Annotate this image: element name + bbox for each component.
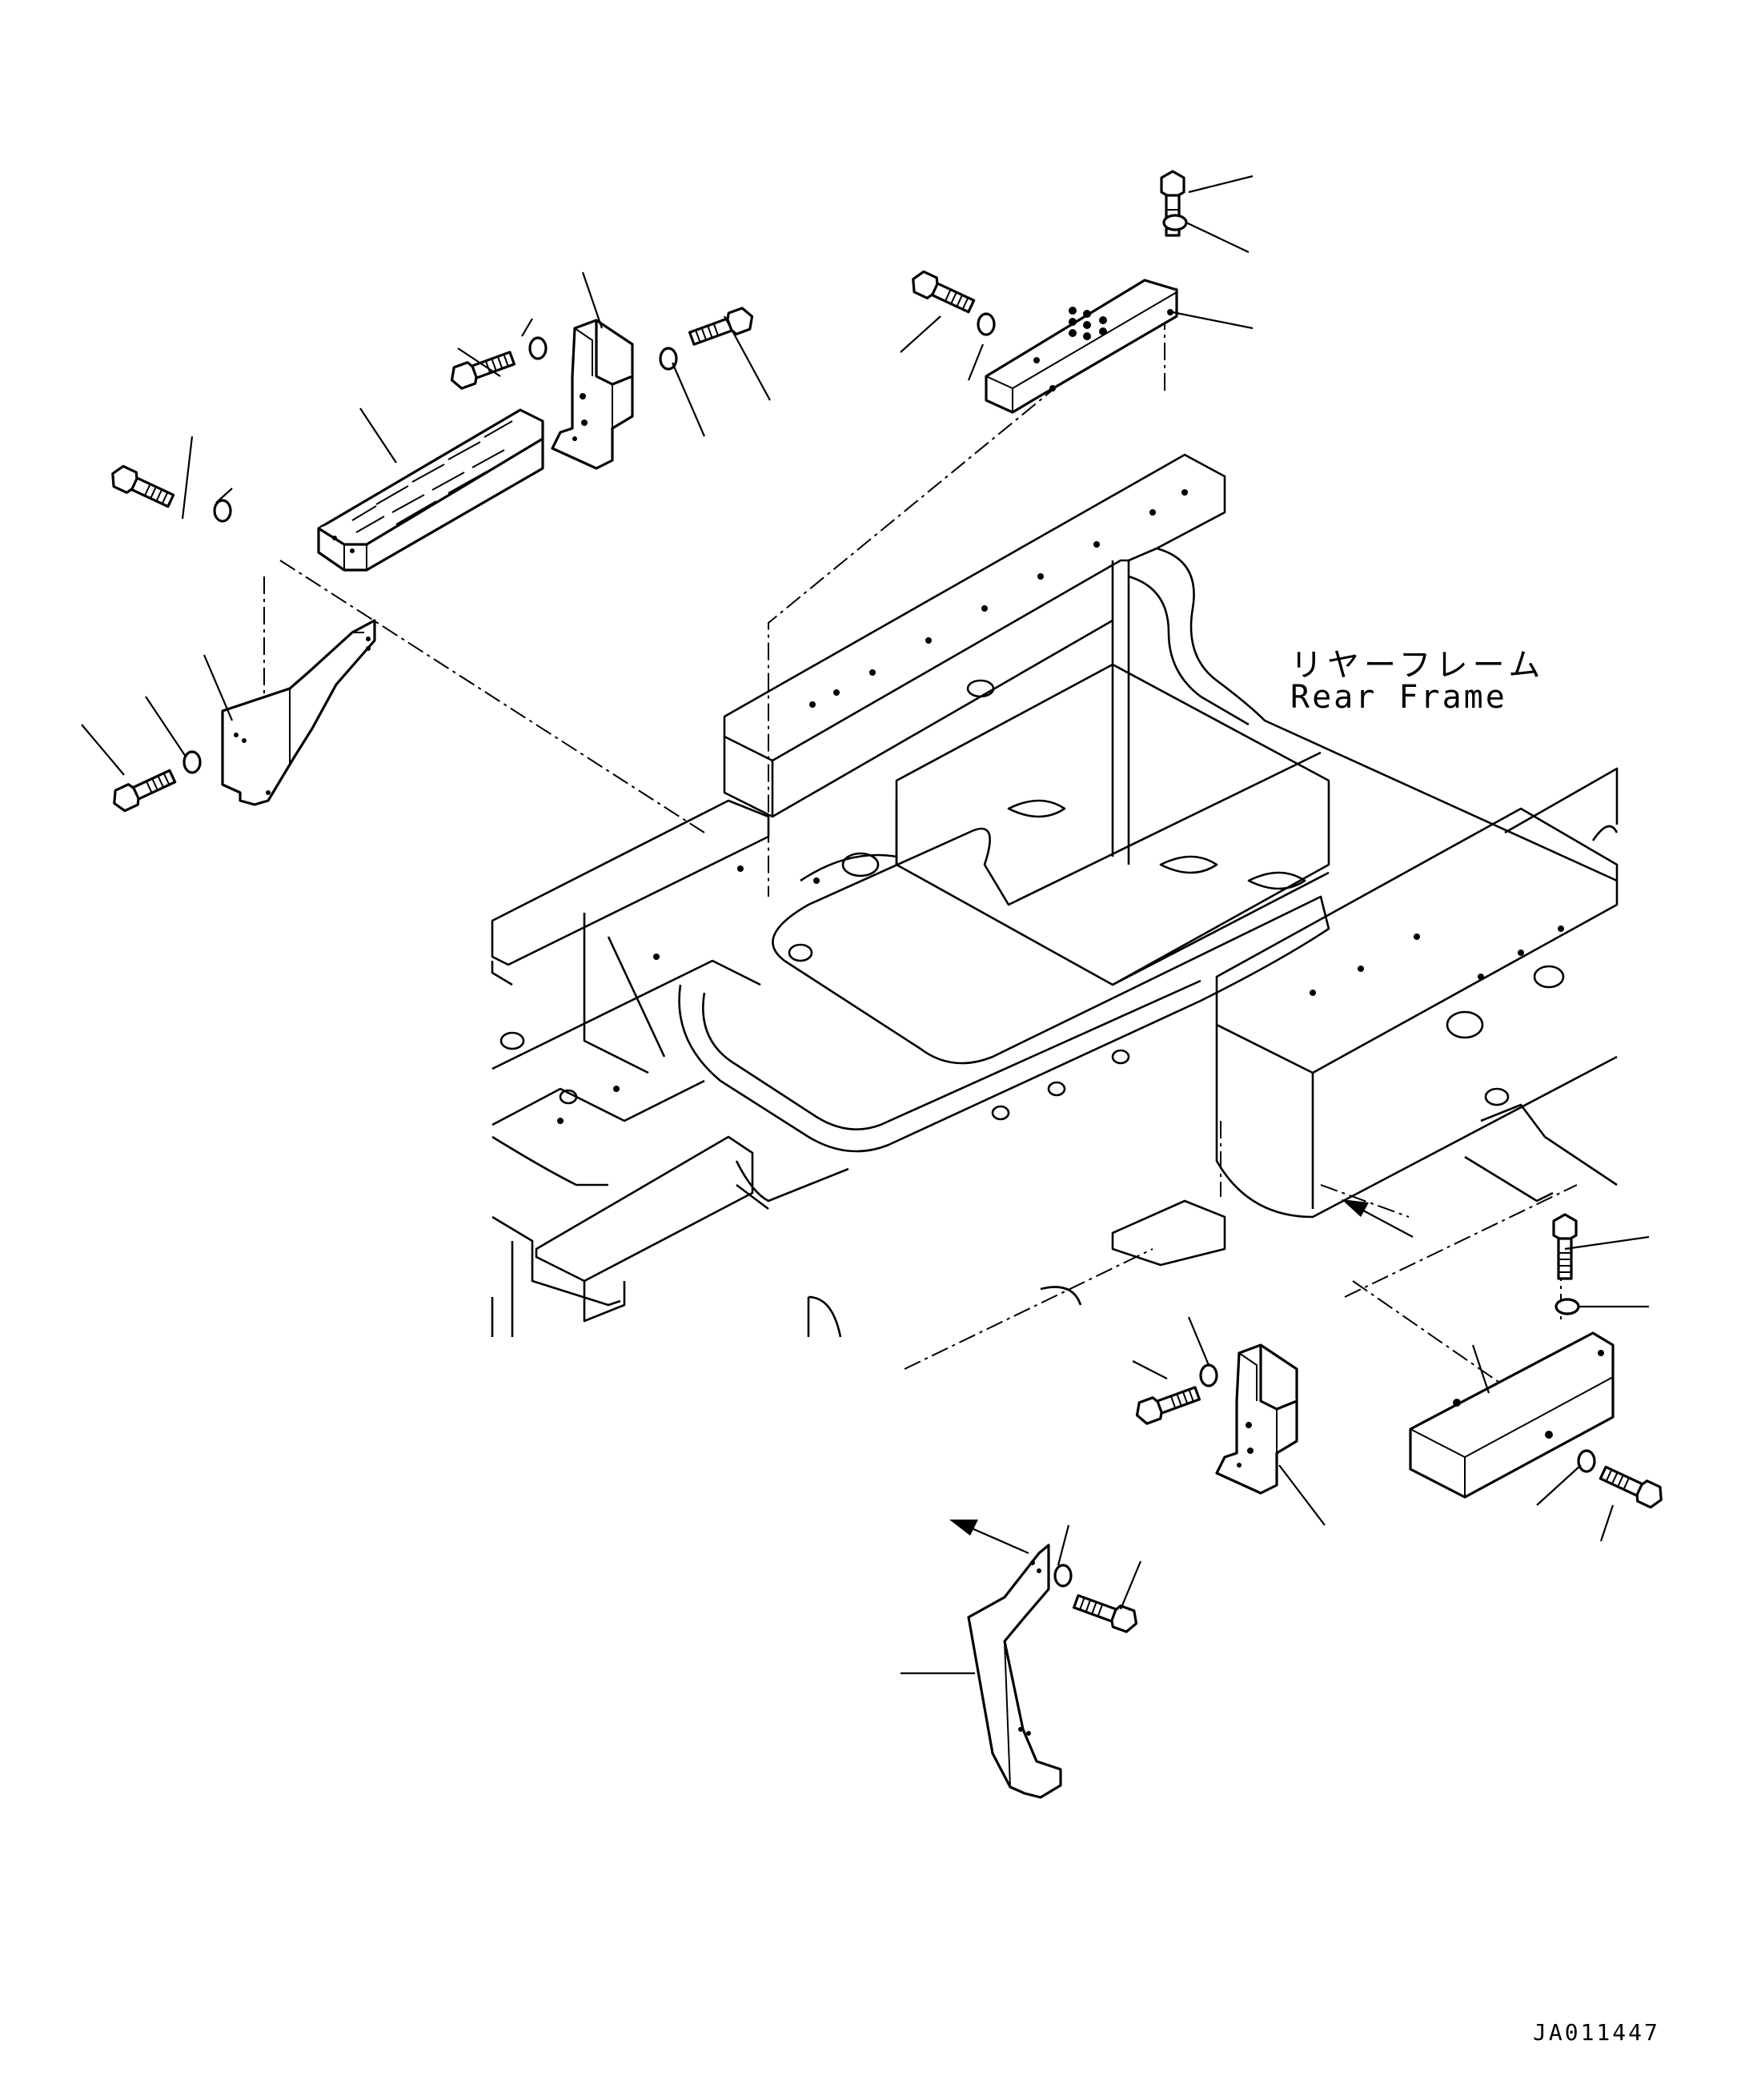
washer-5: [977, 312, 996, 336]
frame-label-japanese: リヤーフレーム: [1290, 647, 1546, 684]
washer-9: [1577, 1449, 1596, 1473]
frame-holes: [557, 489, 1564, 1124]
frame-label-english: Rear Frame: [1290, 679, 1507, 716]
step-ribs: [351, 420, 513, 533]
cover-box-lower: [1409, 1331, 1615, 1499]
cover-plate-holes: [1033, 307, 1173, 391]
assembly-lines: [263, 287, 1578, 1426]
drawing-number: JA011447: [1533, 2019, 1660, 2046]
direction-arrows: [949, 1199, 1414, 1555]
bolt-9: [1599, 1465, 1663, 1509]
bolt-2: [450, 351, 515, 390]
washers: [183, 214, 1596, 1588]
bolt-10: [1073, 1594, 1138, 1633]
step-bracket-left: [221, 619, 376, 806]
washer-10: [1053, 1564, 1073, 1588]
washer-2: [528, 336, 548, 360]
bolt-1: [111, 464, 175, 508]
rear-frame: [491, 453, 1619, 1338]
step-bracket-bottom: [967, 1544, 1062, 1799]
bolt-4: [113, 769, 177, 813]
step-bracket-upper: [551, 319, 634, 470]
cover-plate-top: [985, 279, 1178, 414]
bolt-5: [912, 270, 976, 314]
frame-bosses: [499, 679, 1565, 1121]
leader-lines: [81, 175, 1650, 1675]
washer-8: [1199, 1363, 1218, 1387]
washer-1: [213, 499, 232, 523]
washer-4: [183, 750, 202, 774]
step-plate: [317, 408, 544, 572]
step-bracket-lower: [1215, 1343, 1298, 1495]
washer-7: [1554, 1298, 1580, 1315]
bolt-7: [1552, 1213, 1578, 1280]
bolt-3: [688, 307, 754, 346]
bolt-8: [1135, 1386, 1201, 1425]
washer-6: [1162, 214, 1188, 231]
bolts: [111, 170, 1663, 1633]
